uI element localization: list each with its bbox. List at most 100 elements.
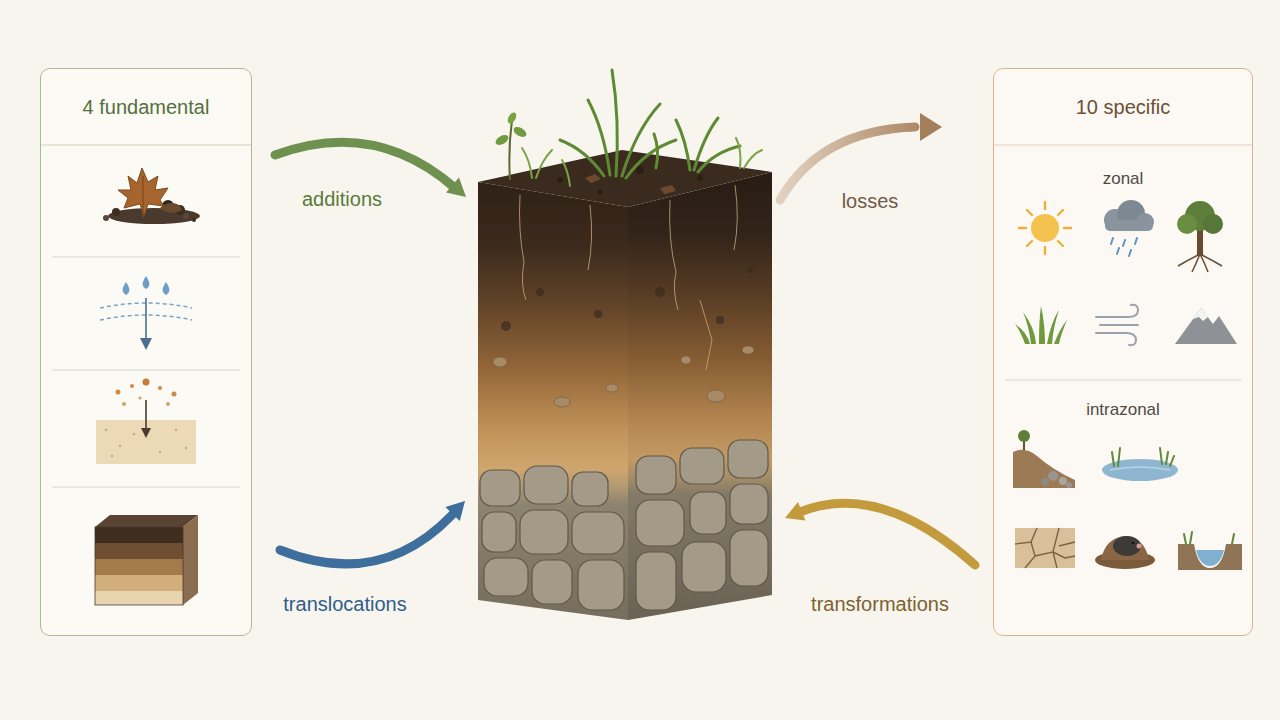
mole-icon [1137, 544, 1142, 549]
horizon-block-icon [183, 515, 198, 605]
mole-icon [1132, 542, 1134, 544]
soil-block [744, 150, 762, 168]
deposition-icon [130, 384, 134, 388]
depression-icon [1184, 532, 1234, 544]
tree-icon [1197, 230, 1203, 256]
soil-block [734, 185, 737, 250]
soil-block [606, 384, 618, 392]
tree-icon [1177, 214, 1197, 234]
panel-ground [993, 68, 1253, 636]
soil-block [728, 440, 768, 478]
soil-block [681, 356, 691, 364]
rain-cloud-icon [1129, 250, 1131, 256]
deposition-icon [185, 447, 187, 449]
wind-icon [1096, 333, 1136, 345]
depression-icon [1184, 534, 1186, 544]
deposition-icon [111, 455, 113, 457]
deposition-icon [105, 429, 187, 457]
soil-block [622, 104, 660, 176]
sun-icon [1019, 202, 1071, 254]
cracked-soil-icon [1015, 528, 1075, 568]
soil-block [588, 100, 610, 175]
rain-cloud-icon [1105, 220, 1153, 231]
soil-block [682, 542, 726, 592]
soil-block [501, 267, 753, 331]
cracked-soil-icon [1059, 542, 1075, 546]
soil-block [636, 552, 676, 610]
sun-icon [1027, 241, 1032, 246]
process-label: additions [302, 188, 382, 210]
slope-icon [1048, 471, 1058, 481]
tree-icon [1200, 254, 1208, 272]
rain-cloud-icon [1135, 238, 1137, 244]
soil-block [680, 448, 724, 484]
soil-block [716, 316, 724, 324]
litter-icon [108, 208, 200, 224]
soil-block [660, 185, 676, 194]
soil-block [626, 140, 676, 178]
sun-icon [1044, 247, 1046, 254]
soil-block [524, 466, 568, 504]
soil-block [522, 148, 532, 178]
litter-icon [103, 168, 200, 224]
soil-block [676, 120, 690, 170]
litter-icon [112, 208, 120, 216]
sun-icon [1058, 210, 1063, 215]
depression-icon [1232, 534, 1234, 544]
section-heading: zonal [994, 167, 1252, 191]
horizon-block-icon [95, 515, 198, 605]
deposition-icon [175, 429, 177, 431]
soil-block [522, 138, 762, 186]
soil-block [742, 346, 754, 354]
soil-block [707, 390, 725, 402]
soil-block [493, 357, 507, 367]
deposition-icon [119, 445, 121, 447]
soil-block [636, 456, 676, 494]
soil-block [670, 200, 678, 310]
soil-block [493, 346, 754, 407]
deposition-icon [105, 429, 107, 431]
soil-block [636, 500, 684, 546]
horizon-block-icon [95, 591, 183, 605]
percolation-icon [140, 338, 152, 350]
litter-icon [192, 218, 196, 222]
soil-block [730, 484, 768, 524]
arrowhead [446, 178, 466, 198]
slope-icon [1041, 478, 1049, 486]
sun-icon [1019, 202, 1071, 254]
sapling [494, 133, 510, 147]
depression-icon [1178, 544, 1242, 570]
grass-icon [1015, 306, 1067, 344]
soil-block [572, 512, 624, 554]
soil-block [730, 530, 768, 586]
soil-block [480, 470, 520, 506]
soil-block [585, 174, 601, 183]
mountain-icon [1175, 308, 1237, 344]
horizon-block-icon [95, 543, 183, 559]
wetland-icon [1112, 452, 1114, 466]
soil-block [520, 510, 568, 554]
soil-block [478, 70, 772, 620]
arrowhead [785, 502, 805, 521]
deposition-icon [158, 386, 162, 390]
panel-dividers [1005, 380, 1241, 381]
panel-heading: 4 fundamental [41, 69, 251, 145]
deposition-icon [159, 451, 161, 453]
arrowhead [445, 501, 465, 521]
sapling [512, 125, 528, 139]
soil-block [554, 397, 570, 407]
deposition-icon [96, 379, 196, 465]
soil-block [594, 310, 602, 318]
rain-cloud-icon [1123, 240, 1125, 246]
wetland-icon [1170, 456, 1174, 466]
soil-block [480, 440, 768, 610]
deposition-icon [141, 428, 151, 438]
depression-icon [1196, 550, 1224, 566]
soil-block [697, 175, 703, 181]
wind-icon [1096, 305, 1138, 317]
soil-block [700, 300, 712, 370]
rain-cloud-icon [1104, 200, 1154, 256]
process-arrows [275, 113, 975, 565]
soil-block [588, 205, 592, 270]
wind-icon [1096, 305, 1138, 345]
